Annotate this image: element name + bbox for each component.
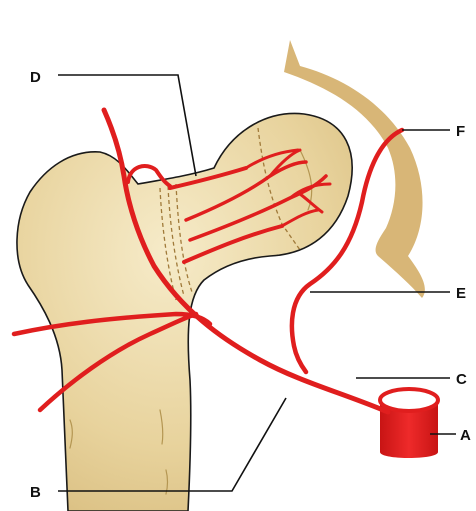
label-D: D bbox=[30, 69, 41, 86]
label-E: E bbox=[456, 285, 466, 302]
label-B: B bbox=[30, 484, 41, 501]
vessel-origin-cup bbox=[380, 389, 438, 458]
label-C: C bbox=[456, 371, 467, 388]
label-F: F bbox=[456, 123, 465, 140]
label-A: A bbox=[460, 427, 471, 444]
